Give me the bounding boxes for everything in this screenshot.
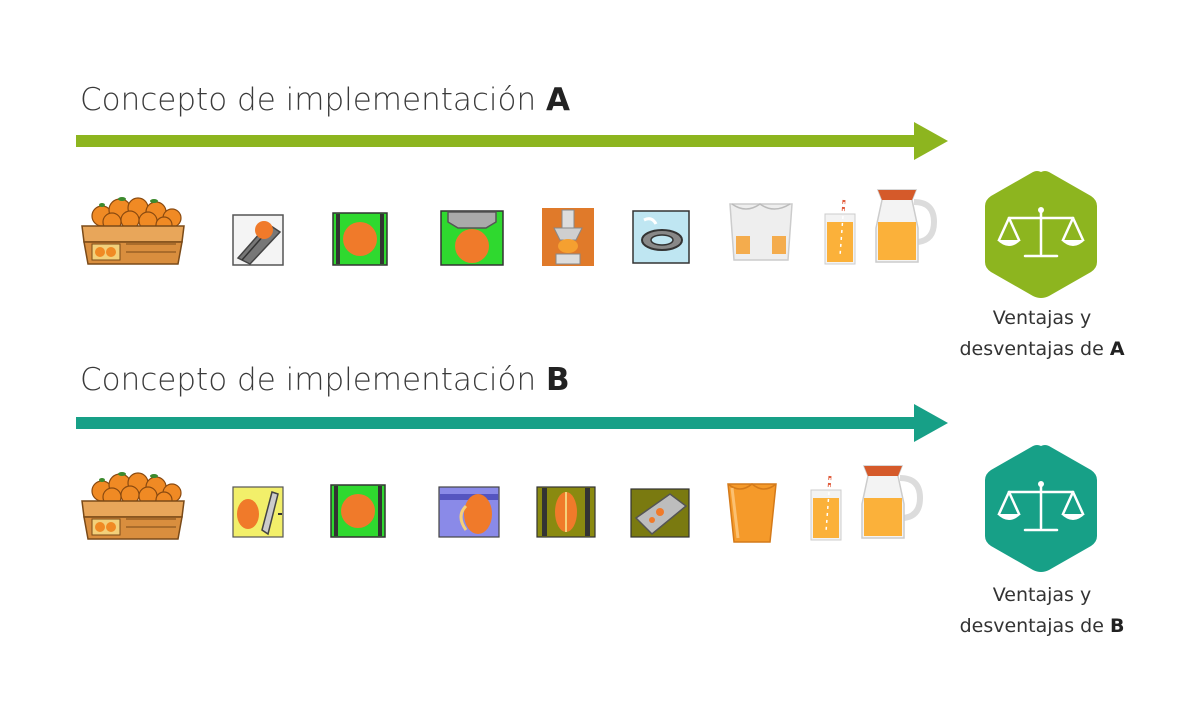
- orange-cut-icon: [438, 486, 500, 538]
- plastic-cup-icon: [729, 203, 793, 261]
- caption-a-line2: desventajas de A: [959, 338, 1125, 360]
- orange-in-green-box-icon: [330, 484, 386, 538]
- orange-in-holder-icon: [440, 210, 504, 266]
- orange-in-green-box-icon: [332, 212, 388, 266]
- juice-jug-icon: [861, 465, 924, 539]
- balance-scale-icon-b: [985, 445, 1097, 572]
- concept-b-title: Concepto de implementación B: [80, 362, 570, 398]
- process-arrow-b: [76, 404, 948, 442]
- juicer-press-icon: [542, 208, 594, 266]
- juice-jug-icon: [875, 189, 938, 263]
- orange-halves-press-icon: [536, 486, 596, 538]
- orange-crate-icon: [81, 197, 185, 265]
- orange-crate-icon: [81, 472, 185, 540]
- sieve-icon: [632, 210, 690, 264]
- juice-glass-icon: [810, 475, 842, 541]
- concept-b-caption: Ventajas y desventajas de B: [932, 580, 1152, 642]
- orange-chute-icon: [232, 214, 284, 266]
- process-arrow-a: [76, 122, 948, 160]
- caption-a-line1: Ventajas y: [992, 307, 1092, 329]
- orange-slicer-icon: [232, 486, 284, 538]
- juice-chute-icon: [630, 488, 690, 538]
- caption-b-line1: Ventajas y: [992, 584, 1092, 606]
- caption-b-line2: desventajas de B: [959, 615, 1125, 637]
- concept-a-title: Concepto de implementación A: [80, 82, 570, 118]
- concept-a-caption: Ventajas y desventajas de A: [932, 303, 1152, 365]
- juice-glass-icon: [824, 199, 856, 265]
- orange-cup-icon: [727, 483, 777, 543]
- balance-scale-icon-a: [985, 171, 1097, 298]
